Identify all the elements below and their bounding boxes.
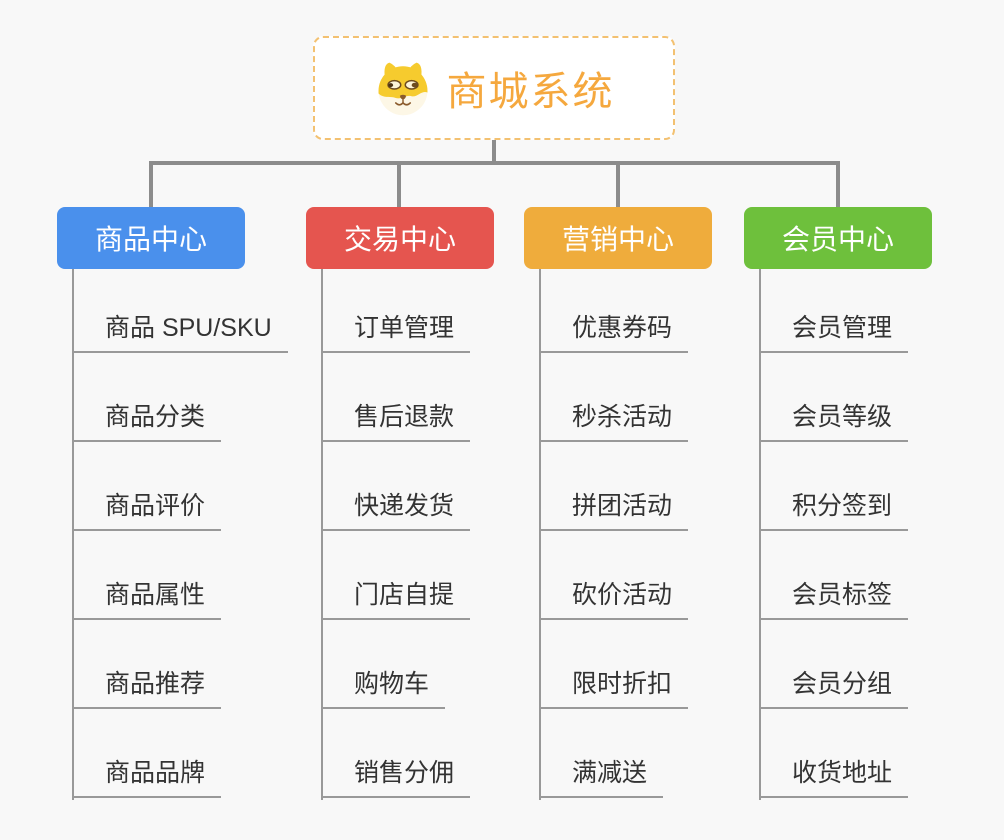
mindmap-item[interactable]: 商品 SPU/SKU (72, 269, 288, 353)
mindmap-item[interactable]: 商品属性 (72, 531, 288, 620)
mindmap-item[interactable]: 积分签到 (759, 442, 909, 531)
mindmap-item[interactable]: 优惠券码 (539, 269, 689, 353)
root-title: 商城系统 (446, 70, 615, 114)
branch-member-center: 会员中心 会员管理 会员等级 积分签到 会员标签 会员分组 收货地址 (744, 207, 989, 800)
branch-box-trade-center[interactable]: 交易中心 (306, 207, 494, 269)
branch-items: 商品 SPU/SKU 商品分类 商品评价 商品属性 商品推荐 商品品牌 (72, 269, 288, 798)
connector-drop-4 (836, 161, 840, 209)
connector-bus (149, 161, 840, 165)
mindmap-item[interactable]: 砍价活动 (539, 531, 689, 620)
branch-stem (539, 269, 541, 800)
mindmap-item[interactable]: 满减送 (539, 709, 688, 798)
mindmap-item[interactable]: 会员分组 (759, 620, 909, 709)
mindmap-item[interactable]: 收货地址 (759, 709, 909, 798)
branch-items: 订单管理 售后退款 快递发货 门店自提 购物车 销售分佣 (321, 269, 471, 798)
mindmap-item[interactable]: 购物车 (321, 620, 470, 709)
mindmap-item[interactable]: 快递发货 (321, 442, 471, 531)
mindmap-item[interactable]: 销售分佣 (321, 709, 471, 798)
branch-box-marketing-center[interactable]: 营销中心 (524, 207, 712, 269)
mindmap-item[interactable]: 订单管理 (321, 269, 471, 353)
mindmap-item[interactable]: 商品品牌 (72, 709, 288, 798)
mindmap-item[interactable]: 拼团活动 (539, 442, 689, 531)
mindmap-item[interactable]: 会员管理 (759, 269, 909, 353)
connector-drop-1 (149, 161, 153, 209)
branch-stem (321, 269, 323, 800)
connector-drop-3 (616, 161, 620, 209)
mindmap-item[interactable]: 限时折扣 (539, 620, 689, 709)
mindmap-item[interactable]: 秒杀活动 (539, 353, 689, 442)
branch-box-product-center[interactable]: 商品中心 (57, 207, 245, 269)
branch-box-member-center[interactable]: 会员中心 (744, 207, 932, 269)
connector-root-stem (492, 138, 496, 165)
connector-drop-2 (397, 161, 401, 209)
branch-trade-center: 交易中心 订单管理 售后退款 快递发货 门店自提 购物车 销售分佣 (306, 207, 551, 800)
mindmap-item[interactable]: 售后退款 (321, 353, 471, 442)
dog-icon (378, 62, 427, 116)
root-node[interactable]: 商城系统 (313, 36, 675, 140)
branch-items: 会员管理 会员等级 积分签到 会员标签 会员分组 收货地址 (759, 269, 909, 798)
branch-marketing-center: 营销中心 优惠券码 秒杀活动 拼团活动 砍价活动 限时折扣 满减送 (524, 207, 769, 800)
branch-stem (759, 269, 761, 800)
branch-items: 优惠券码 秒杀活动 拼团活动 砍价活动 限时折扣 满减送 (539, 269, 689, 798)
mindmap-item[interactable]: 会员等级 (759, 353, 909, 442)
branch-product-center: 商品中心 商品 SPU/SKU 商品分类 商品评价 商品属性 商品推荐 商品品牌 (57, 207, 302, 800)
mindmap-item[interactable]: 商品评价 (72, 442, 288, 531)
mindmap-item[interactable]: 商品分类 (72, 353, 288, 442)
branch-stem (72, 269, 74, 800)
mindmap-item[interactable]: 会员标签 (759, 531, 909, 620)
mindmap-item[interactable]: 门店自提 (321, 531, 471, 620)
mindmap-item[interactable]: 商品推荐 (72, 620, 288, 709)
